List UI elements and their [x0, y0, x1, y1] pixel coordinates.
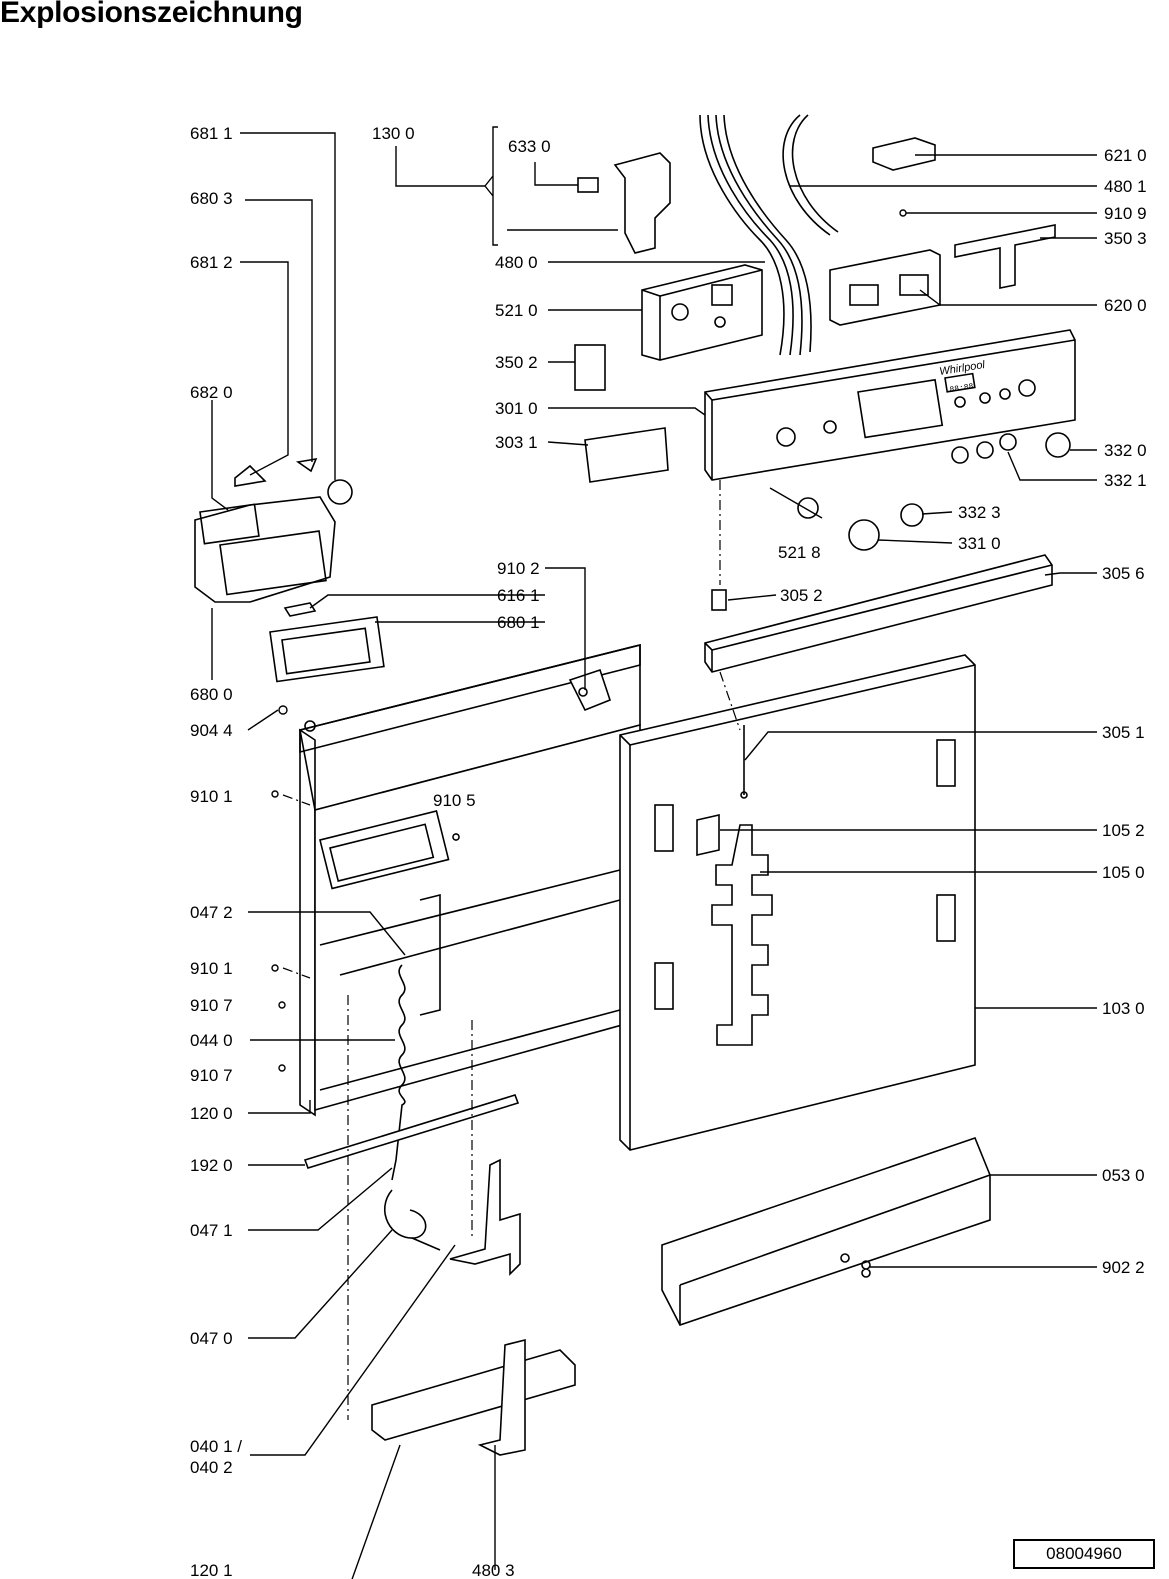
door-latch: [577, 152, 671, 254]
label-681-2: 681 2: [190, 253, 233, 272]
inner-door-panel: [299, 643, 641, 1117]
label-040-1: 040 1 /: [190, 1437, 242, 1456]
door-spring: [391, 964, 406, 1181]
document-number: 08004960: [1013, 1539, 1155, 1569]
page-title: Explosionszeichnung: [0, 0, 303, 29]
label-303-1: 303 1: [495, 433, 538, 452]
knob-332-1a: [951, 446, 969, 464]
electronic-module: [641, 264, 763, 361]
label-130-0: 130 0: [372, 124, 415, 143]
lower-trim: [661, 1136, 991, 1326]
label-680-0: 680 0: [190, 685, 233, 704]
label-301-0: 301 0: [495, 399, 538, 418]
control-panel: [704, 329, 1076, 481]
screws: [271, 209, 907, 1072]
label-120-0: 120 0: [190, 1104, 233, 1123]
label-305-1: 305 1: [1102, 723, 1145, 742]
label-480-0: 480 0: [495, 253, 538, 272]
part-labels: 681 1 130 0 633 0 621 0 480 1 680 3 910 …: [190, 124, 1147, 1579]
hinge-bracket: [449, 1158, 521, 1276]
label-680-3: 680 3: [190, 189, 233, 208]
label-682-0: 682 0: [190, 383, 233, 402]
label-192-0: 192 0: [190, 1156, 233, 1175]
label-910-5: 910 5: [433, 791, 476, 810]
sensor-521-8: [797, 497, 819, 519]
label-040-2: 040 2: [190, 1458, 233, 1477]
knob-332-3: [900, 503, 924, 527]
label-480-3: 480 3: [472, 1561, 515, 1579]
knob-332-1c: [999, 433, 1017, 451]
handle-303-1: [584, 427, 669, 483]
label-350-2: 350 2: [495, 353, 538, 372]
label-910-7-a: 910 7: [190, 996, 233, 1015]
label-680-1: 680 1: [497, 613, 540, 632]
label-480-1: 480 1: [1104, 177, 1147, 196]
trim-bar: [704, 554, 1053, 673]
bracket-620: [829, 249, 941, 326]
label-053-0: 053 0: [1102, 1166, 1145, 1185]
panel-display: 88:88: [949, 382, 974, 395]
detergent-dispenser: [194, 457, 353, 617]
rail-192-0: [303, 1094, 520, 1169]
wiring-harness: [699, 114, 839, 356]
part-350-2: [574, 344, 606, 391]
label-620-0: 620 0: [1104, 296, 1147, 315]
label-331-0: 331 0: [958, 534, 1001, 553]
label-047-0: 047 0: [190, 1329, 233, 1348]
label-332-1: 332 1: [1104, 471, 1147, 490]
knob-332-0: [1045, 432, 1071, 458]
bracket-350-3: [954, 224, 1056, 289]
label-681-1: 681 1: [190, 124, 233, 143]
gasket-680-1: [269, 616, 385, 683]
label-105-2: 105 2: [1102, 821, 1145, 840]
label-902-2: 902 2: [1102, 1258, 1145, 1277]
outer-door-panel: [619, 654, 976, 1151]
label-332-3: 332 3: [958, 503, 1001, 522]
label-633-0: 633 0: [508, 137, 551, 156]
label-103-0: 103 0: [1102, 999, 1145, 1018]
label-616-1: 616 1: [497, 586, 540, 605]
leader-lines: [211, 126, 1097, 1579]
label-350-3: 350 3: [1104, 229, 1147, 248]
label-910-2: 910 2: [497, 559, 540, 578]
label-305-6: 305 6: [1102, 564, 1145, 583]
label-910-7-b: 910 7: [190, 1066, 233, 1085]
bottom-trim: [371, 1338, 576, 1456]
label-904-4: 904 4: [190, 721, 233, 740]
label-910-1-b: 910 1: [190, 959, 233, 978]
label-621-0: 621 0: [1104, 146, 1147, 165]
label-120-1: 120 1: [190, 1561, 233, 1579]
label-332-0: 332 0: [1104, 441, 1147, 460]
knob-332-1b: [976, 441, 994, 459]
knob-331-0: [848, 519, 880, 551]
label-044-0: 044 0: [190, 1031, 233, 1050]
label-521-8: 521 8: [778, 543, 821, 562]
label-047-2: 047 2: [190, 903, 233, 922]
label-910-1-a: 910 1: [190, 787, 233, 806]
label-521-0: 521 0: [495, 301, 538, 320]
label-047-1: 047 1: [190, 1221, 233, 1240]
label-305-2: 305 2: [780, 586, 823, 605]
cable-pulley: [383, 1189, 427, 1239]
label-910-9: 910 9: [1104, 204, 1147, 223]
connector-621: [872, 137, 936, 171]
label-105-0: 105 0: [1102, 863, 1145, 882]
